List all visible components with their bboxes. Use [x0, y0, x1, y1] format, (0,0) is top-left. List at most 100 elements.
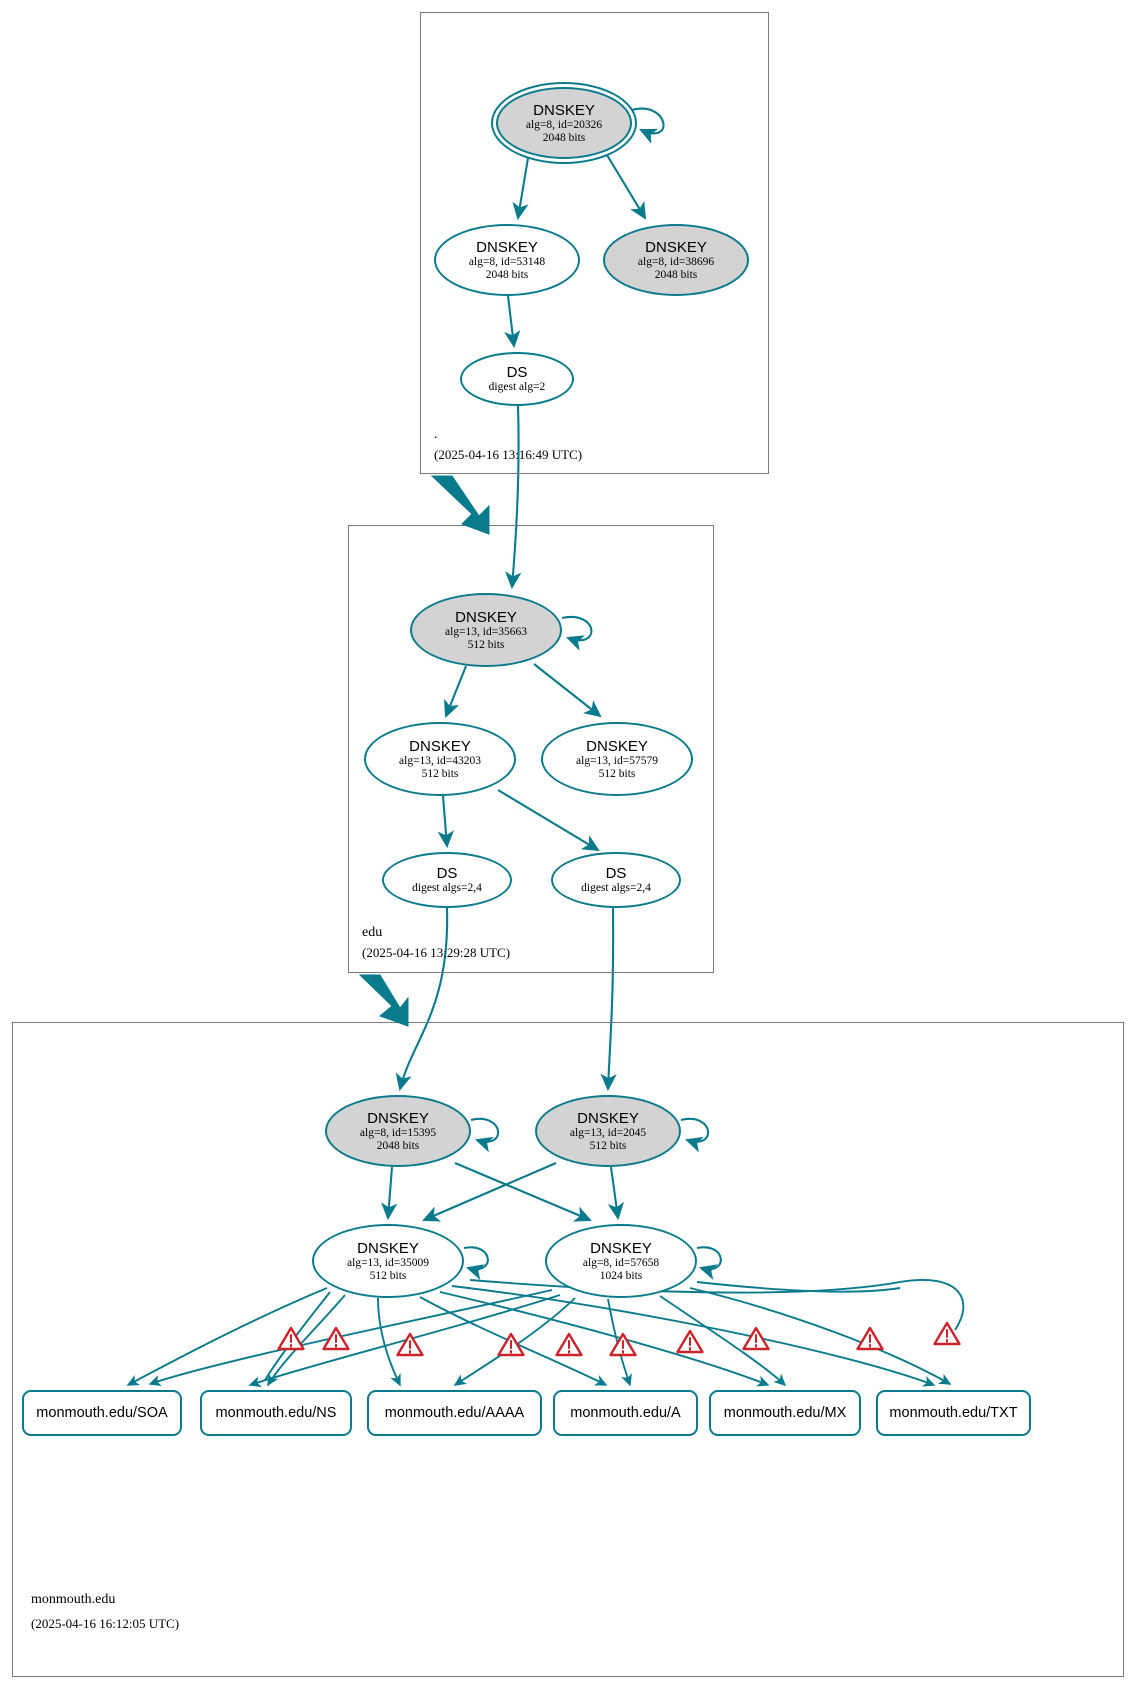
dnskey-node-root-zsk-53148[interactable]: DNSKEY alg=8, id=53148 2048 bits: [434, 224, 580, 296]
warning-icon[interactable]: [497, 1332, 525, 1357]
node-alg-id: alg=13, id=43203: [399, 754, 481, 767]
node-keysize: 512 bits: [589, 1139, 627, 1152]
warning-icon[interactable]: [742, 1326, 770, 1351]
edge-zsk35009-to-aaaa: [377, 1297, 401, 1387]
edge-zsk57658-to-mx: [659, 1295, 787, 1387]
node-keysize: 512 bits: [369, 1269, 407, 1282]
dnskey-node-edu-zsk-43203[interactable]: DNSKEY alg=13, id=43203 512 bits: [364, 722, 516, 796]
dnskey-node-edu-ksk-35663[interactable]: DNSKEY alg=13, id=35663 512 bits: [410, 593, 562, 667]
rrset-box-txt[interactable]: monmouth.edu/TXT: [876, 1390, 1031, 1436]
warning-icon[interactable]: [396, 1332, 424, 1357]
node-digest-algs: digest algs=2,4: [581, 882, 651, 894]
edge-edu-ksk-to-zsk57579: [533, 663, 602, 718]
edge-root-zsk-to-ds: [504, 295, 521, 349]
edge-mon-ksk2045-to-zsk57658: [607, 1166, 625, 1221]
node-title: DNSKEY: [357, 1239, 419, 1257]
node-title: DS: [506, 364, 528, 381]
edge-edu-ksk-to-zsk43203: [444, 665, 467, 718]
dnskey-node-monmouth-zsk-35009[interactable]: DNSKEY alg=13, id=35009 512 bits: [312, 1224, 464, 1298]
wedge-root-to-edu: [430, 475, 490, 535]
zone-timestamp-monmouth: (2025-04-16 16:12:05 UTC): [31, 1616, 180, 1631]
warning-icon[interactable]: [676, 1329, 704, 1354]
edge-mon-zsk35009-selfsign: [463, 1246, 489, 1281]
node-alg-id: alg=8, id=53148: [468, 255, 546, 268]
warning-icon[interactable]: [856, 1326, 884, 1351]
node-alg-id: alg=13, id=35009: [347, 1256, 429, 1269]
zone-label-root: .: [434, 427, 438, 442]
edge-mon-ksk2045-selfsign: [680, 1117, 710, 1153]
edge-curve-c: [696, 1281, 901, 1293]
zone-box-edu: [348, 525, 714, 973]
node-title: DS: [605, 865, 627, 882]
node-title: DNSKEY: [409, 737, 471, 755]
edge-zsk57658-to-ns: [248, 1294, 561, 1388]
node-title: DNSKEY: [367, 1109, 429, 1127]
edge-mon-ksk15395-selfsign: [470, 1117, 500, 1153]
node-keysize: 2048 bits: [485, 268, 529, 281]
edge-mon-ksk2045-to-zsk35009: [422, 1162, 557, 1222]
dnskey-node-edu-zsk-57579[interactable]: DNSKEY alg=13, id=57579 512 bits: [541, 722, 693, 796]
edge-edu-zsk-to-ds-a: [437, 795, 454, 849]
dnskey-node-monmouth-zsk-57658[interactable]: DNSKEY alg=8, id=57658 1024 bits: [545, 1224, 697, 1298]
rrset-label: monmouth.edu/SOA: [36, 1405, 168, 1421]
dnskey-node-monmouth-ksk-2045[interactable]: DNSKEY alg=13, id=2045 512 bits: [535, 1095, 681, 1167]
zone-box-monmouth: [12, 1022, 1124, 1677]
rrset-label: monmouth.edu/NS: [215, 1405, 337, 1421]
warning-icon[interactable]: [555, 1332, 583, 1357]
node-alg-id: alg=8, id=38696: [637, 255, 715, 268]
edge-zsk35009-to-soa: [126, 1287, 328, 1386]
node-alg-id: alg=8, id=15395: [359, 1126, 437, 1139]
node-keysize: 2048 bits: [376, 1139, 420, 1152]
dnskey-node-root-ksk-20326[interactable]: DNSKEY alg=8, id=20326 2048 bits: [496, 87, 632, 159]
node-title: DNSKEY: [476, 238, 538, 256]
node-keysize: 512 bits: [467, 638, 505, 651]
warning-icon[interactable]: [322, 1326, 350, 1351]
rrset-label: monmouth.edu/MX: [723, 1405, 847, 1421]
ds-node-edu-b[interactable]: DS digest algs=2,4: [551, 852, 681, 908]
ds-node-edu-a[interactable]: DS digest algs=2,4: [382, 852, 512, 908]
node-alg-id: alg=8, id=20326: [525, 118, 603, 131]
rrset-box-soa[interactable]: monmouth.edu/SOA: [22, 1390, 182, 1436]
node-alg-id: alg=13, id=2045: [569, 1126, 647, 1139]
node-title: DNSKEY: [586, 737, 648, 755]
node-title: DNSKEY: [577, 1109, 639, 1127]
node-digest-algs: digest algs=2,4: [412, 882, 482, 894]
zone-timestamp-root: (2025-04-16 13:16:49 UTC): [434, 447, 583, 462]
zone-box-root: [420, 12, 769, 474]
warning-icon[interactable]: [277, 1326, 305, 1351]
rrset-box-mx[interactable]: monmouth.edu/MX: [709, 1390, 861, 1436]
warning-icon-group: [277, 1321, 961, 1357]
edge-edu-ds-a-to-mon-ksk15395: [395, 907, 449, 1092]
node-title: DNSKEY: [533, 101, 595, 119]
node-alg-id: alg=13, id=57579: [576, 754, 658, 767]
rrset-label: monmouth.edu/A: [570, 1405, 681, 1421]
node-title: DNSKEY: [590, 1239, 652, 1257]
node-alg-id: alg=13, id=35663: [445, 625, 527, 638]
dnskey-node-monmouth-ksk-15395[interactable]: DNSKEY alg=8, id=15395 2048 bits: [325, 1095, 471, 1167]
warning-icon[interactable]: [933, 1321, 961, 1346]
node-title: DS: [436, 865, 458, 882]
rrset-box-ns[interactable]: monmouth.edu/NS: [200, 1390, 352, 1436]
zone-timestamp-edu: (2025-04-16 13:29:28 UTC): [362, 945, 511, 960]
rrset-box-a[interactable]: monmouth.edu/A: [553, 1390, 698, 1436]
rrset-label: monmouth.edu/AAAA: [384, 1405, 525, 1421]
rrset-box-aaaa[interactable]: monmouth.edu/AAAA: [367, 1390, 542, 1436]
edge-zsk57658-to-soa: [148, 1289, 553, 1386]
rrset-label: monmouth.edu/TXT: [889, 1405, 1018, 1421]
edge-root-ksk-selfsign: [631, 107, 665, 144]
edge-mon-ksk15395-to-zsk57658: [454, 1162, 592, 1222]
edge-mon-zsk57658-selfsign: [696, 1246, 722, 1281]
node-keysize: 512 bits: [598, 767, 636, 780]
ds-node-root-edu[interactable]: DS digest alg=2: [460, 352, 574, 406]
warning-icon[interactable]: [609, 1332, 637, 1357]
edge-mon-ksk15395-to-zsk35009: [381, 1166, 398, 1221]
node-keysize: 512 bits: [421, 767, 459, 780]
node-keysize: 2048 bits: [542, 131, 586, 144]
zone-label-monmouth: monmouth.edu: [31, 1592, 116, 1607]
dnskey-node-root-zsk-38696[interactable]: DNSKEY alg=8, id=38696 2048 bits: [603, 224, 749, 296]
edge-edu-ksk-selfsign: [561, 615, 593, 651]
node-alg-id: alg=8, id=57658: [582, 1256, 660, 1269]
